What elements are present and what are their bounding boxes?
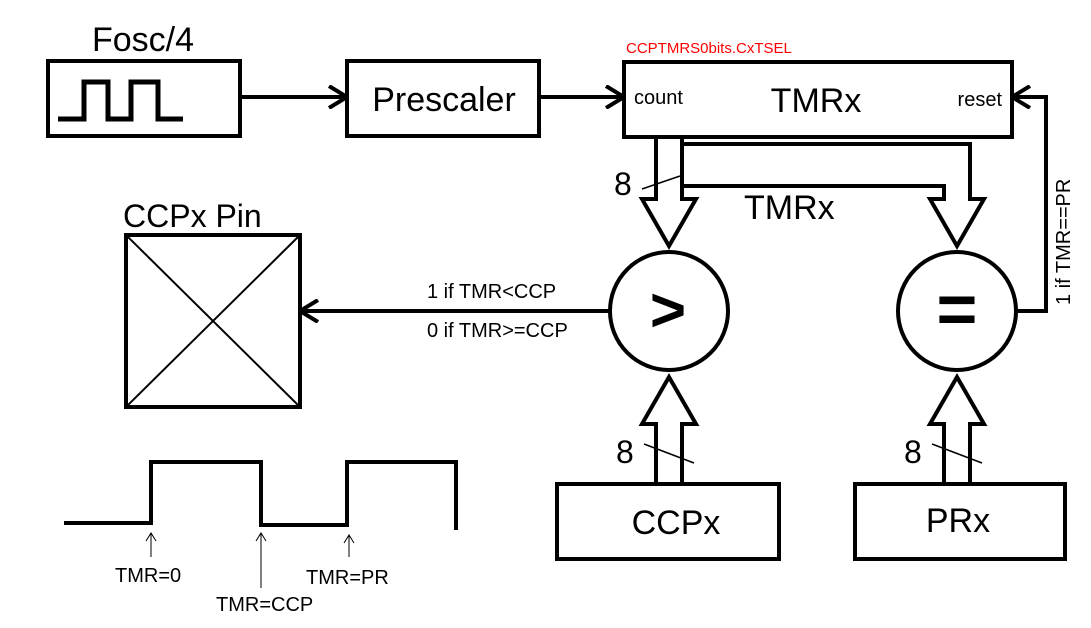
period-register-box bbox=[853, 482, 1067, 561]
timer-label: TMRx bbox=[771, 82, 862, 120]
period-bus-width-label: 8 bbox=[904, 434, 922, 470]
reset-condition-label: 1 if TMR==PR bbox=[1053, 179, 1075, 305]
ccp-bus-width-tick bbox=[643, 443, 695, 464]
marker-start-arrowhead bbox=[145, 532, 157, 542]
equality-symbol: = bbox=[937, 270, 978, 348]
period-bus-width-tick bbox=[931, 443, 983, 464]
reset-feedback-line bbox=[1012, 97, 1048, 313]
marker-start-label: TMR=0 bbox=[115, 565, 181, 587]
prescaler-label: Prescaler bbox=[372, 81, 516, 119]
marker-period-label: TMR=PR bbox=[306, 567, 389, 589]
clock-label: Fosc/4 bbox=[92, 21, 194, 59]
pin-label: CCPx Pin bbox=[123, 198, 262, 234]
timer-bus-label: TMRx bbox=[744, 189, 835, 227]
timer-select-register-label: CCPTMRS0bits.CxTSEL bbox=[626, 40, 792, 57]
pwm-waveform bbox=[64, 460, 458, 530]
timer-bus-to-equality bbox=[682, 142, 988, 251]
marker-compare-label: TMR=CCP bbox=[216, 594, 313, 616]
timer-reset-port-label: reset bbox=[958, 89, 1003, 111]
marker-period-arrowhead bbox=[343, 534, 355, 544]
timer-bus-width-tick bbox=[641, 175, 681, 190]
period-register-label: PRx bbox=[926, 502, 990, 540]
output-high-label: 1 if TMR<CCP bbox=[427, 281, 556, 303]
clock-box bbox=[46, 59, 242, 138]
timer-count-port-label: count bbox=[634, 87, 683, 109]
period-bus bbox=[926, 372, 988, 484]
pin-cross-line-b bbox=[125, 234, 301, 408]
timer-bus-width-label: 8 bbox=[614, 166, 632, 202]
ccp-bus bbox=[638, 372, 700, 484]
ccp-register-box bbox=[555, 482, 781, 561]
timer-bus-to-comparator bbox=[638, 137, 700, 251]
output-low-label: 0 if TMR>=CCP bbox=[427, 320, 568, 342]
marker-compare-arrowhead bbox=[255, 532, 267, 542]
less-than-symbol: > bbox=[650, 276, 686, 345]
clock-waveform-icon bbox=[58, 79, 183, 122]
ccp-bus-width-label: 8 bbox=[616, 434, 634, 470]
ccp-register-label: CCPx bbox=[632, 504, 721, 542]
